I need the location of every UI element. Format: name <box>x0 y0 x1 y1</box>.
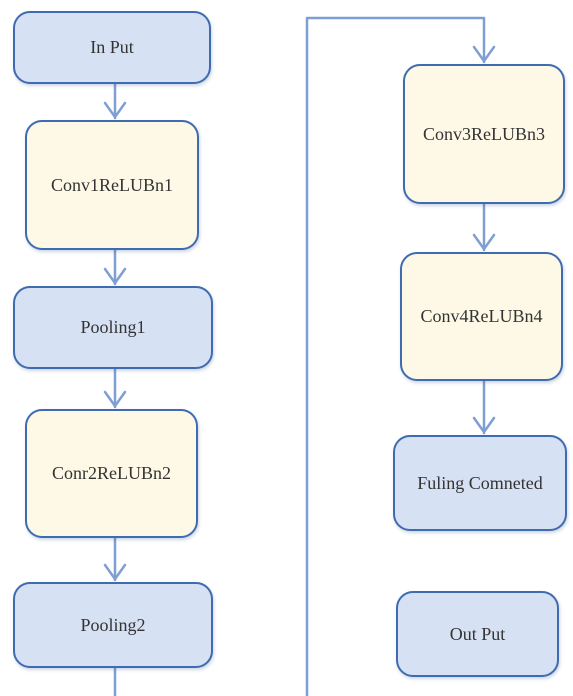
node-pool1: Pooling1 <box>13 286 213 369</box>
node-pool2-label: Pooling2 <box>80 614 146 635</box>
node-pool2: Pooling2 <box>13 582 213 668</box>
arrowhead-fc <box>472 416 496 434</box>
node-conv2: Conr2ReLUBn2 <box>25 409 198 538</box>
arrowhead-pool2 <box>103 563 127 581</box>
node-conv1: Conv1ReLUBn1 <box>25 120 199 250</box>
arrowhead-conv2 <box>103 390 127 408</box>
node-conv1-label: Conv1ReLUBn1 <box>50 174 173 195</box>
node-conv2-label: Conr2ReLUBn2 <box>52 463 171 483</box>
edge-to-conv3 <box>305 16 486 696</box>
node-conv4-label: Conv4ReLUBn4 <box>420 306 543 326</box>
node-output-label: Out Put <box>449 623 506 644</box>
arrowhead-conv1 <box>103 101 127 119</box>
arrowhead-conv3 <box>472 45 496 63</box>
node-conv3-label: Conv3ReLUBn3 <box>422 123 545 144</box>
node-conv3: Conv3ReLUBn3 <box>403 64 565 204</box>
node-conv4: Conv4ReLUBn4 <box>400 252 563 381</box>
node-input-label: In Put <box>90 37 134 57</box>
node-fc: Fuling Comneted <box>393 435 567 531</box>
node-pool1-label: Pooling1 <box>80 317 146 337</box>
node-output: Out Put <box>396 591 559 677</box>
node-input: In Put <box>13 11 211 84</box>
node-fc-label: Fuling Comneted <box>417 472 543 493</box>
arrowhead-conv4 <box>472 233 496 251</box>
arrowhead-pool1 <box>103 267 127 285</box>
